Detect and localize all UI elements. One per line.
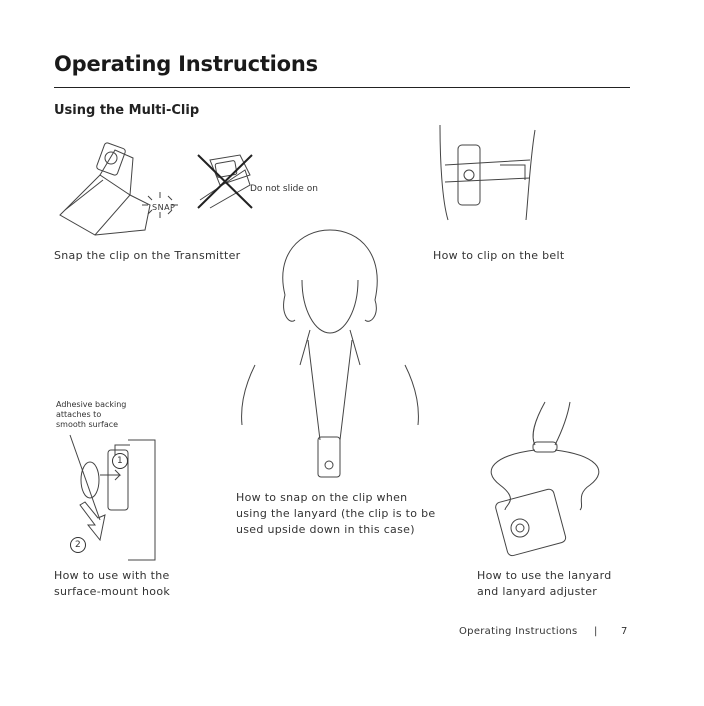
title-divider [54, 87, 630, 88]
step-1-label: 1 [117, 456, 123, 466]
surface-mount-caption-line-1: How to use with the [54, 568, 170, 584]
lanyard-adjuster-caption-line-1: How to use the lanyard [477, 568, 611, 584]
lanyard-snap-caption-line-2: using the lanyard (the clip is to be [236, 506, 435, 522]
do-not-slide-illustration [190, 150, 260, 210]
surface-mount-caption-line-2: surface-mount hook [54, 584, 170, 600]
page-number: 7 [621, 626, 628, 637]
lanyard-snap-caption-line-1: How to snap on the clip when [236, 490, 407, 506]
step-2-label: 2 [75, 540, 81, 550]
lanyard-adjuster-illustration [475, 400, 615, 565]
page-title: Operating Instructions [54, 52, 318, 76]
adhesive-note-line-1: Adhesive backing [56, 400, 126, 410]
footer-section: Operating Instructions [459, 626, 578, 637]
step-2-marker: 2 [70, 537, 86, 553]
adhesive-note-line-3: smooth surface [56, 420, 118, 430]
adhesive-note-line-2: attaches to [56, 410, 101, 420]
snap-clip-caption: Snap the clip on the Transmitter [54, 248, 240, 264]
section-subtitle: Using the Multi-Clip [54, 103, 199, 118]
belt-clip-caption: How to clip on the belt [433, 248, 564, 264]
belt-clip-illustration [430, 120, 540, 230]
step-1-marker: 1 [112, 453, 128, 469]
do-not-slide-note: Do not slide on [250, 184, 318, 194]
snap-callout: SNAP [152, 200, 175, 216]
footer-separator: | [594, 626, 598, 637]
lanyard-person-illustration [240, 225, 420, 485]
lanyard-adjuster-caption-line-2: and lanyard adjuster [477, 584, 597, 600]
lanyard-snap-caption-line-3: used upside down in this case) [236, 522, 415, 538]
